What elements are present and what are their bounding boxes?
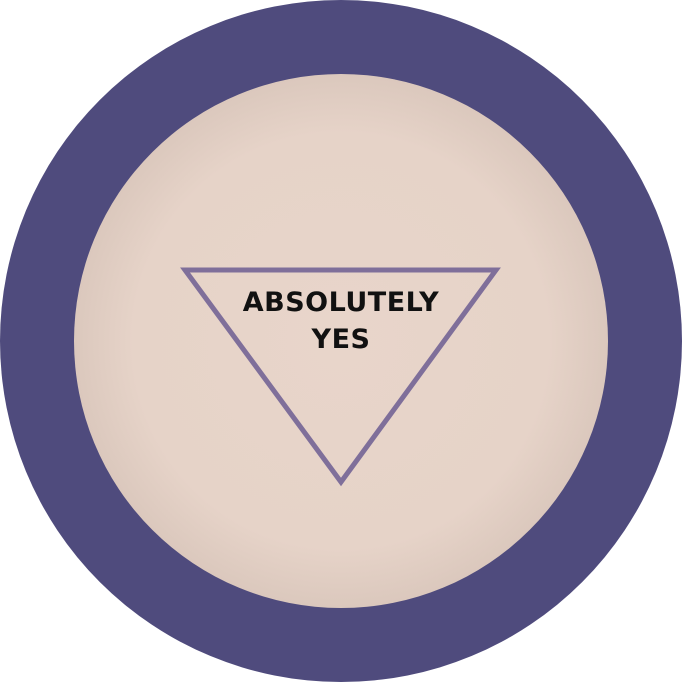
answer-text: ABSOLUTELY YES [191,284,491,358]
answer-window [74,74,608,608]
answer-line-2: YES [311,324,371,355]
answer-line-1: ABSOLUTELY [242,287,440,318]
